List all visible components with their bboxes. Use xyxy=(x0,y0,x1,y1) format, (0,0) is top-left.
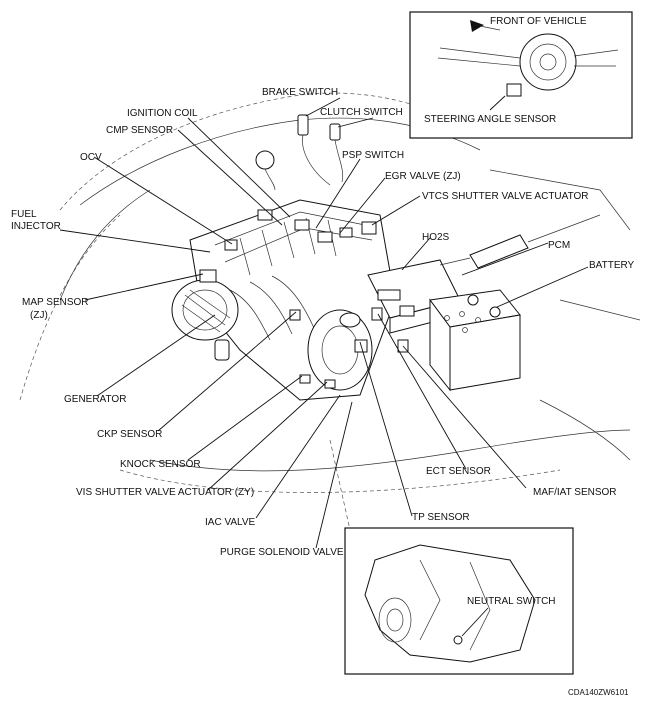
front-arrow-icon xyxy=(470,20,484,32)
label-ect-sensor: ECT SENSOR xyxy=(426,466,491,477)
label-ocv: OCV xyxy=(80,152,102,163)
label-maf-iat-sensor: MAF/IAT SENSOR xyxy=(533,487,617,498)
label-fuel-injector-line2: INJECTOR xyxy=(11,221,61,232)
transmission-inset xyxy=(344,527,574,675)
steering-angle-sensor-inset xyxy=(409,11,633,139)
engine-assembly xyxy=(189,199,396,401)
label-cmp-sensor: CMP SENSOR xyxy=(106,125,173,136)
label-clutch-switch: CLUTCH SWITCH xyxy=(320,107,403,118)
label-egr-valve: EGR VALVE (ZJ) xyxy=(385,171,461,182)
label-vis-actuator: VIS SHUTTER VALVE ACTUATOR (ZY) xyxy=(76,487,254,498)
figure-code: CDA140ZW6101 xyxy=(568,688,629,697)
label-ho2s: HO2S xyxy=(422,232,450,243)
label-brake-switch: BRAKE SWITCH xyxy=(262,87,338,98)
exhaust-pipe xyxy=(439,214,601,269)
label-map-sensor-line2: (ZJ) xyxy=(30,310,48,321)
label-neutral-switch: NEUTRAL SWITCH xyxy=(467,596,556,607)
label-battery: BATTERY xyxy=(589,260,635,271)
component-labels: FRONT OF VEHICLE STEERING ANGLE SENSOR B… xyxy=(11,16,635,697)
battery-unit xyxy=(429,289,521,392)
pedal-switches xyxy=(297,114,344,186)
label-vtcs-actuator: VTCS SHUTTER VALVE ACTUATOR xyxy=(422,191,589,202)
label-iac-valve: IAC VALVE xyxy=(205,517,256,528)
label-front-of-vehicle: FRONT OF VEHICLE xyxy=(490,16,587,27)
label-steering-angle-sensor: STEERING ANGLE SENSOR xyxy=(424,114,556,125)
label-psp-switch: PSP SWITCH xyxy=(342,150,404,161)
label-tp-sensor: TP SENSOR xyxy=(412,512,470,523)
air-intake-and-generator xyxy=(171,279,239,361)
label-purge-valve: PURGE SOLENOID VALVE xyxy=(220,547,344,558)
label-ckp-sensor: CKP SENSOR xyxy=(97,429,162,440)
leader-lines xyxy=(59,97,589,637)
label-map-sensor-line1: MAP SENSOR xyxy=(22,297,89,308)
label-fuel-injector-line1: FUEL xyxy=(11,209,37,220)
label-ignition-coil: IGNITION COIL xyxy=(127,108,198,119)
label-generator: GENERATOR xyxy=(64,394,126,405)
label-knock-sensor: KNOCK SENSOR xyxy=(120,459,201,470)
label-pcm: PCM xyxy=(548,240,570,251)
